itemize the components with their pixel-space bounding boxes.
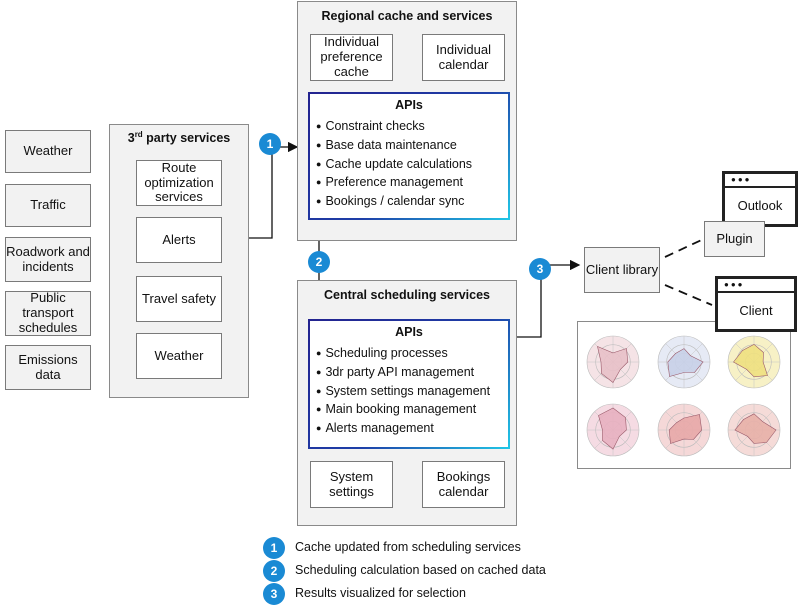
box-label: Individual preference cache xyxy=(320,34,383,79)
travel-safety-box: Travel safety xyxy=(136,276,222,322)
legend-badge-2: 2 xyxy=(263,560,285,582)
item-label: Route optimization services xyxy=(144,159,214,205)
outlook-label: Outlook xyxy=(737,197,783,213)
source-weather: Weather xyxy=(5,130,91,173)
arrow-1 xyxy=(249,141,299,239)
source-public-transport: Public transport schedules xyxy=(5,290,91,336)
regional-apis-box: APIs Constraint checks Base data mainten… xyxy=(308,92,510,220)
radar-thumbnails xyxy=(586,335,781,457)
step-badge-3: 3 xyxy=(529,258,551,280)
box-label: Plugin xyxy=(716,230,753,246)
box-label: System settings xyxy=(329,468,374,499)
item-label: Weather xyxy=(154,347,204,363)
api-item: System settings management xyxy=(316,382,508,401)
arrow-3 xyxy=(508,259,581,338)
radar-polygon xyxy=(668,414,703,444)
outlook-window: ●●● Outlook xyxy=(722,171,798,227)
radar-polygon xyxy=(734,413,777,444)
weather-service-box: Weather xyxy=(136,333,222,379)
third-party-title: 3rd party services xyxy=(127,130,231,146)
preference-cache-box: Individual preference cache xyxy=(310,34,393,81)
box-label: Client library xyxy=(585,261,659,277)
window-title-bar: ●●● xyxy=(718,279,794,293)
plugin-box: Plugin xyxy=(704,221,765,257)
alerts-box: Alerts xyxy=(136,217,222,263)
bookings-calendar-box: Bookings calendar xyxy=(422,461,505,508)
radar-polygon xyxy=(598,407,627,450)
individual-calendar-box: Individual calendar xyxy=(422,34,505,81)
route-optimization-box: Route optimization services xyxy=(136,160,222,206)
regional-title: Regional cache and services xyxy=(321,9,493,23)
api-item: 3dr party API management xyxy=(316,363,508,382)
radar-polygon xyxy=(667,348,704,377)
window-dots-icon: ●●● xyxy=(731,175,752,184)
legend-text-3: Results visualized for selection xyxy=(295,586,466,600)
source-label: Traffic xyxy=(30,197,66,213)
legend-badge-3: 3 xyxy=(263,583,285,605)
radar-thumbnail xyxy=(657,403,711,457)
client-window: ●●● Client xyxy=(715,276,797,332)
api-item: Base data maintenance xyxy=(316,136,508,155)
apis-title: APIs xyxy=(395,325,423,339)
box-label: Individual calendar xyxy=(436,41,491,72)
legend-badge-1: 1 xyxy=(263,537,285,559)
client-label: Client xyxy=(739,302,773,318)
step-badge-2: 2 xyxy=(308,251,330,273)
radar-thumbnail xyxy=(586,403,640,457)
client-library-box: Client library xyxy=(584,247,660,293)
source-label: Emissions data xyxy=(18,351,78,382)
radar-polygon xyxy=(733,343,768,378)
item-label: Travel safety xyxy=(142,290,216,306)
legend-text-2: Scheduling calculation based on cached d… xyxy=(295,563,546,577)
source-roadwork: Roadwork and incidents xyxy=(5,237,91,282)
radar-polygon xyxy=(597,346,629,383)
api-item: Cache update calculations xyxy=(316,155,508,174)
dashed-line-plugin xyxy=(664,235,711,258)
dashed-line-client xyxy=(664,284,713,306)
item-label: Alerts xyxy=(162,231,196,247)
source-traffic: Traffic xyxy=(5,184,91,227)
regional-apis-list: Constraint checks Base data maintenance … xyxy=(310,117,508,211)
api-item: Main booking management xyxy=(316,400,508,419)
radar-thumbnail xyxy=(586,335,640,389)
api-item: Scheduling processes xyxy=(316,344,508,363)
radar-thumbnail xyxy=(657,335,711,389)
api-item: Constraint checks xyxy=(316,117,508,136)
system-settings-box: System settings xyxy=(310,461,393,508)
step-badge-1: 1 xyxy=(259,133,281,155)
source-label: Roadwork and incidents xyxy=(6,243,90,274)
api-item: Alerts management xyxy=(316,419,508,438)
window-dots-icon: ●●● xyxy=(724,280,745,289)
source-label: Weather xyxy=(23,143,73,159)
results-preview xyxy=(577,321,791,469)
legend-text-1: Cache updated from scheduling services xyxy=(295,540,521,554)
source-label: Public transport schedules xyxy=(18,290,78,335)
window-title-bar: ●●● xyxy=(725,174,795,188)
api-item: Preference management xyxy=(316,173,508,192)
radar-thumbnail xyxy=(727,335,781,389)
box-label: Bookings calendar xyxy=(436,468,491,499)
apis-title: APIs xyxy=(395,98,423,112)
central-apis-box: APIs Scheduling processes 3dr party API … xyxy=(308,319,510,449)
central-apis-list: Scheduling processes 3dr party API manag… xyxy=(310,344,508,438)
source-emissions: Emissions data xyxy=(5,345,91,390)
api-item: Bookings / calendar sync xyxy=(316,192,508,211)
central-title: Central scheduling services xyxy=(323,288,491,302)
radar-thumbnail xyxy=(727,403,781,457)
